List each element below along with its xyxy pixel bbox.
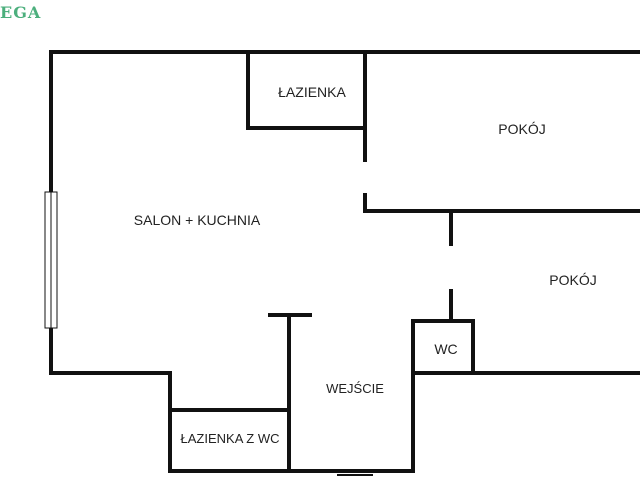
label-lazienka: ŁAZIENKA bbox=[278, 84, 346, 100]
bathroom-wc-walls bbox=[168, 313, 312, 473]
bedroom-walls bbox=[363, 193, 640, 323]
bathroom-walls bbox=[246, 50, 367, 162]
wc-walls bbox=[411, 319, 475, 375]
label-pokoj-1: POKÓJ bbox=[498, 121, 545, 137]
label-wc: WC bbox=[434, 341, 457, 357]
label-lazienka-z-wc: ŁAZIENKA Z WC bbox=[181, 431, 280, 446]
brand-logo: EGA bbox=[0, 3, 42, 22]
label-pokoj-2: POKÓJ bbox=[549, 272, 596, 288]
label-salon-kuchnia: SALON + KUCHNIA bbox=[134, 212, 261, 228]
outer-walls bbox=[49, 50, 640, 473]
label-wejscie: WEJŚCIE bbox=[326, 381, 384, 396]
